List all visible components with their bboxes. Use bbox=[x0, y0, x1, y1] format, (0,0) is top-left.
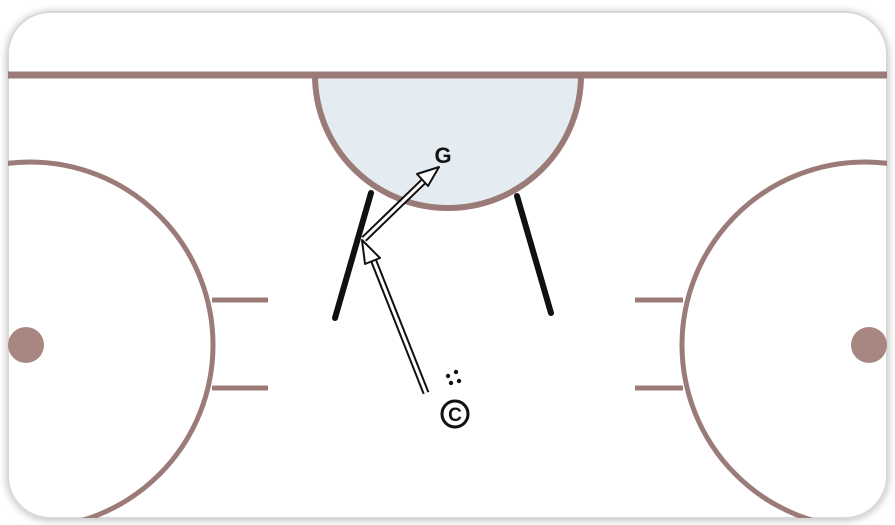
left-faceoff-dot bbox=[8, 327, 44, 363]
right-slot-line bbox=[514, 193, 554, 316]
left-slot-line bbox=[332, 190, 374, 321]
right-faceoff-circle bbox=[679, 159, 887, 518]
right-faceoff-dot bbox=[851, 327, 887, 363]
goalie-label: G bbox=[434, 143, 451, 168]
movement-arrow bbox=[361, 166, 440, 242]
center-player-label: C bbox=[448, 405, 462, 426]
goal-crease bbox=[311, 72, 585, 211]
movement-arrow bbox=[361, 239, 430, 395]
center-player-marker: C bbox=[440, 399, 470, 429]
left-faceoff-circle bbox=[8, 159, 216, 518]
rink-boards bbox=[7, 11, 888, 519]
puck-dots-icon bbox=[445, 369, 462, 386]
